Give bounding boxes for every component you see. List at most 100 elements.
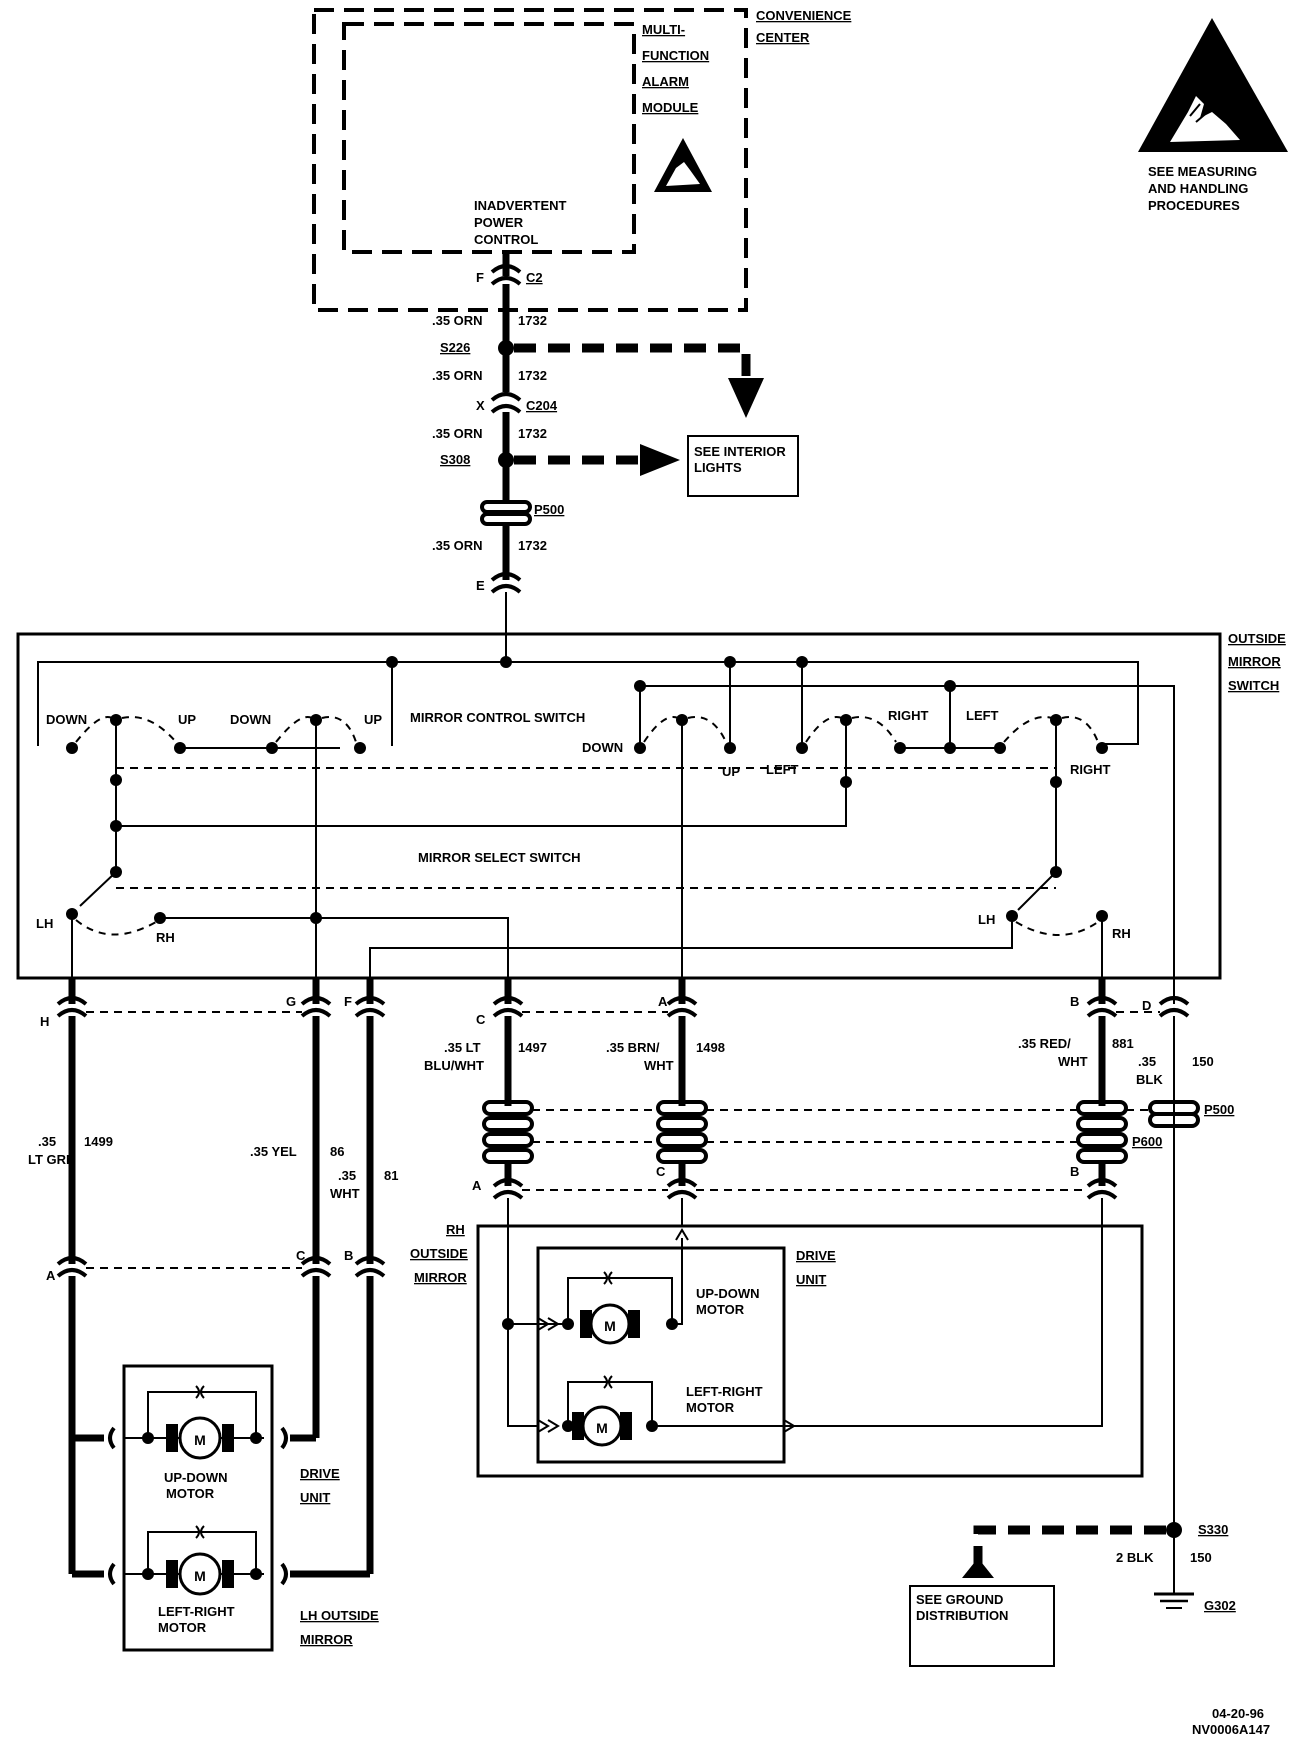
lh-leftright-label-1: LEFT-RIGHT <box>158 1604 235 1619</box>
up-label-2: UP <box>364 712 382 727</box>
mfam-label-2: FUNCTION <box>642 48 709 63</box>
interior-lights-label-1: SEE INTERIOR <box>694 444 786 459</box>
rh-mirror-label-3: MIRROR <box>414 1270 467 1285</box>
right-label-2: RIGHT <box>1070 762 1111 777</box>
interior-lights-label-2: LIGHTS <box>694 460 742 475</box>
p500-right-label: P500 <box>1204 1102 1234 1117</box>
rh-pin-c-label: C <box>656 1164 666 1179</box>
ipc-label-2: POWER <box>474 215 524 230</box>
rh-pin-a-label: A <box>472 1178 482 1193</box>
down-label-1: DOWN <box>46 712 87 727</box>
p500-p600-connectors <box>482 1100 1200 1164</box>
pin-c-label: C <box>476 1012 486 1027</box>
pin-e-label: E <box>476 578 485 593</box>
lh-pin-c-label: C <box>296 1248 306 1263</box>
lh-updown-motor-icon: M <box>166 1416 234 1460</box>
splice-s308 <box>498 452 514 468</box>
rh-label-2: RH <box>1112 926 1131 941</box>
lh-updown-label-2: MOTOR <box>166 1486 215 1501</box>
w1499-gauge-2: LT GRN <box>28 1152 75 1167</box>
arrow-down-icon <box>728 378 764 418</box>
see-interior-lights-box <box>687 435 799 497</box>
s330-reference-line <box>973 1525 1166 1568</box>
svg-text:M: M <box>604 1318 616 1334</box>
lh-drive-unit-box <box>122 1364 274 1652</box>
left-label-1: LEFT <box>766 762 799 777</box>
rh-updown-label-1: UP-DOWN <box>696 1286 760 1301</box>
w150-gauge-2: BLK <box>1136 1072 1163 1087</box>
pin-f-label: F <box>476 270 484 285</box>
svg-text:M: M <box>194 1568 206 1584</box>
pin-h-label: H <box>40 1014 49 1029</box>
rh-leftright-label-1: LEFT-RIGHT <box>686 1384 763 1399</box>
rh-pin-b-label: B <box>1070 1164 1079 1179</box>
wire-1-circuit: 1732 <box>518 313 547 328</box>
wire-4-circuit: 1732 <box>518 538 547 553</box>
s308-label: S308 <box>440 452 470 467</box>
rh-leftright-motor-icon: M <box>572 1375 632 1447</box>
w881-gauge-1: .35 RED/ <box>1018 1036 1071 1051</box>
pin-d-label: D <box>1142 998 1151 1013</box>
pin-a-label: A <box>658 994 668 1009</box>
lh-drive-label-2: UNIT <box>300 1490 330 1505</box>
w150-circuit: 150 <box>1192 1054 1214 1069</box>
esd-label-line-3: PROCEDURES <box>1148 198 1240 213</box>
svg-text:M: M <box>194 1432 206 1448</box>
c2-label: C2 <box>526 270 543 285</box>
up-label-3: UP <box>722 764 740 779</box>
pin-x-label: X <box>476 398 485 413</box>
mfam-label-3: ALARM <box>642 74 689 89</box>
left-label-2: LEFT <box>966 708 999 723</box>
c204-connector <box>490 392 522 402</box>
lh-drive-label-1: DRIVE <box>300 1466 340 1481</box>
w81-gauge-2: WHT <box>330 1186 360 1201</box>
rh-updown-motor-icon: M <box>580 1271 640 1345</box>
switch-output-connectors <box>56 978 1190 1018</box>
esd-small-icon <box>654 138 712 192</box>
lh-mirror-label-1: LH OUTSIDE <box>300 1608 379 1623</box>
c2-connector <box>490 264 522 274</box>
w881-circuit: 881 <box>1112 1036 1134 1051</box>
wire-2-gauge: .35 ORN <box>432 368 483 383</box>
s226-label: S226 <box>440 340 470 355</box>
w86-circuit: 86 <box>330 1144 344 1159</box>
w81-circuit: 81 <box>384 1168 398 1183</box>
ground-dist-label-2: DISTRIBUTION <box>916 1608 1008 1623</box>
lh-mirror-label-2: MIRROR <box>300 1632 353 1647</box>
right-label-1: RIGHT <box>888 708 929 723</box>
mfam-label-4: MODULE <box>642 100 699 115</box>
lh-updown-label-1: UP-DOWN <box>164 1470 228 1485</box>
lh-label-2: LH <box>978 912 995 927</box>
wire-3-circuit: 1732 <box>518 426 547 441</box>
see-ground-distribution-box <box>909 1585 1055 1667</box>
esd-warning-icon <box>1138 18 1288 152</box>
wire-3-gauge: .35 ORN <box>432 426 483 441</box>
splice-s226 <box>498 340 514 356</box>
wire-1-gauge: .35 ORN <box>432 313 483 328</box>
lh-label-1: LH <box>36 916 53 931</box>
convenience-center-label-2: CENTER <box>756 30 810 45</box>
rh-updown-label-2: MOTOR <box>696 1302 745 1317</box>
pin-g-label: G <box>286 994 296 1009</box>
convenience-center-box <box>312 8 748 312</box>
rh-leftright-label-2: MOTOR <box>686 1400 735 1415</box>
rh-outside-mirror-box <box>476 1224 1144 1478</box>
pin-f2-label: F <box>344 994 352 1009</box>
ipc-label-3: CONTROL <box>474 232 538 247</box>
rh-mirror-label-2: OUTSIDE <box>410 1246 468 1261</box>
w1498-gauge-1: .35 BRN/ <box>606 1040 660 1055</box>
ground-circuit: 150 <box>1190 1550 1212 1565</box>
ground-symbol-icon <box>1154 1540 1194 1609</box>
convenience-center-label-1: CONVENIENCE <box>756 8 852 23</box>
mirror-select-switch-label: MIRROR SELECT SWITCH <box>418 850 581 865</box>
svg-text:M: M <box>596 1420 608 1436</box>
w1497-gauge-1: .35 LT <box>444 1040 481 1055</box>
pin-b-label: B <box>1070 994 1079 1009</box>
lh-inline-connector <box>56 1256 386 1278</box>
w1498-circuit: 1498 <box>696 1040 725 1055</box>
down-label-2: DOWN <box>230 712 271 727</box>
switch-label-1: OUTSIDE <box>1228 631 1286 646</box>
wire-2-circuit: 1732 <box>518 368 547 383</box>
